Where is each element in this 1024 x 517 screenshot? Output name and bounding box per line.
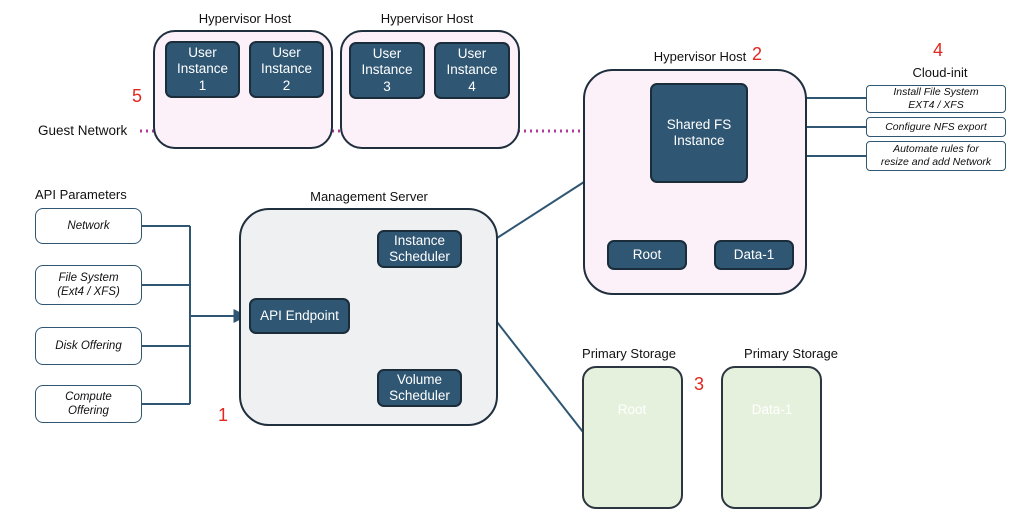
data-volume[interactable]: Data-1 xyxy=(714,240,794,270)
cloud-init-install-fs[interactable]: Install File System EXT4 / XFS xyxy=(866,85,1006,113)
guest-network-label: Guest Network xyxy=(38,123,128,138)
param-disk-offering[interactable]: Disk Offering xyxy=(35,327,142,365)
management-server-title: Management Server xyxy=(310,189,428,204)
callout-3: 3 xyxy=(694,374,705,394)
cloud-init-title: Cloud-init xyxy=(912,65,968,80)
user-instance-1[interactable]: User Instance 1 xyxy=(165,41,240,98)
root-volume[interactable]: Root xyxy=(607,240,687,270)
callout-4: 4 xyxy=(933,40,944,60)
user-instance-2[interactable]: User Instance 2 xyxy=(249,41,324,98)
primary-storage-2 xyxy=(721,366,822,509)
primary-storage-1 xyxy=(582,366,683,509)
callout-2: 2 xyxy=(752,44,763,64)
callout-1: 1 xyxy=(218,405,229,425)
hypervisor-host-1-title: Hypervisor Host xyxy=(198,11,292,26)
api-endpoint[interactable]: API Endpoint xyxy=(249,298,350,334)
user-instance-3[interactable]: User Instance 3 xyxy=(349,42,425,99)
shared-fs-instance[interactable]: Shared FS Instance xyxy=(650,83,748,183)
volume-scheduler[interactable]: Volume Scheduler xyxy=(377,369,462,407)
callout-5: 5 xyxy=(132,86,143,106)
hypervisor-host-2-title: Hypervisor Host xyxy=(380,11,474,26)
param-network[interactable]: Network xyxy=(35,208,142,244)
instance-scheduler[interactable]: Instance Scheduler xyxy=(377,230,462,268)
root-volume-label: Root xyxy=(617,401,647,417)
cloud-init-configure-nfs[interactable]: Configure NFS export xyxy=(866,117,1006,137)
primary-storage-1-title: Primary Storage xyxy=(582,346,676,361)
param-file-system[interactable]: File System (Ext4 / XFS) xyxy=(35,265,142,305)
api-parameters-title: API Parameters xyxy=(35,187,127,202)
cloud-init-automate-rules[interactable]: Automate rules for resize and add Networ… xyxy=(866,141,1006,171)
primary-storage-2-title: Primary Storage xyxy=(744,346,838,361)
user-instance-4[interactable]: User Instance 4 xyxy=(434,42,510,99)
data-volume-label: Data-1 xyxy=(751,401,793,417)
param-compute-offering[interactable]: Compute Offering xyxy=(35,385,142,423)
hypervisor-host-3-title: Hypervisor Host xyxy=(653,49,747,64)
